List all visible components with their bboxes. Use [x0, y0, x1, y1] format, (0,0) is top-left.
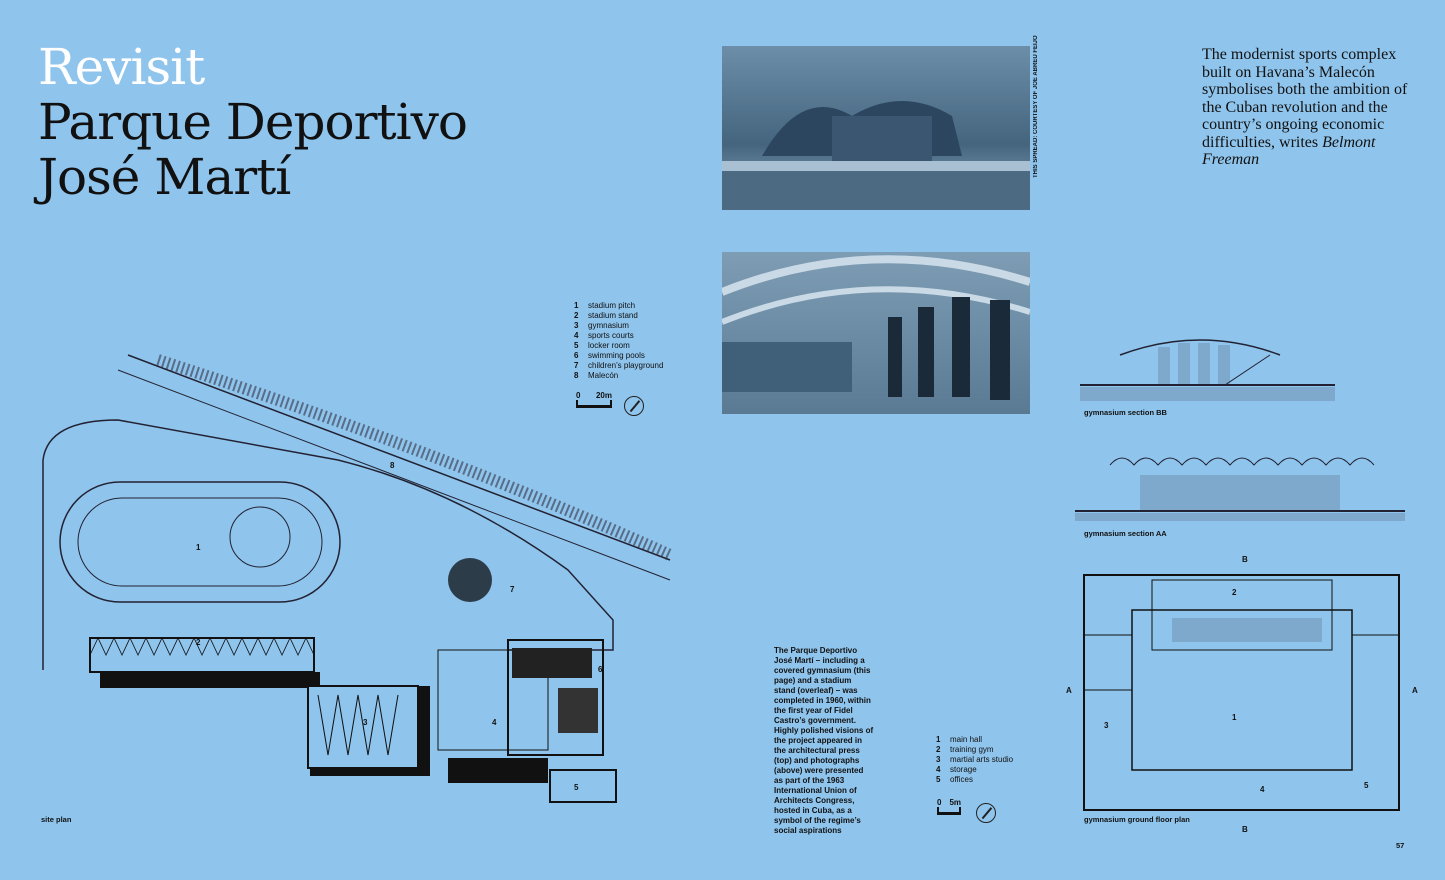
text: main hall: [950, 735, 983, 744]
text: 6: [598, 665, 603, 674]
text: 5: [1364, 781, 1369, 790]
text: A: [1066, 686, 1072, 695]
text: 1: [574, 301, 579, 310]
text: locker room: [588, 341, 630, 350]
interior-photo: [722, 252, 1030, 414]
text: 5: [574, 341, 579, 350]
floor-plan-drawing: 1 2 3 4 5 A A B B: [1066, 555, 1418, 834]
text: stadium stand: [588, 311, 638, 320]
text: B: [1242, 825, 1248, 834]
text: training gym: [950, 745, 994, 754]
text: martial arts studio: [950, 755, 1014, 764]
text: 5m: [949, 798, 961, 807]
title-kicker: Revisit: [38, 38, 205, 96]
text: 6: [574, 351, 579, 360]
text: 2: [936, 745, 941, 754]
gym-scale-bar: 0 5m: [937, 798, 961, 815]
text: 0: [576, 391, 581, 400]
north-arrow-icon: [624, 396, 644, 416]
gymnasium-interior: [722, 255, 1030, 400]
site-plan-legend: 1 stadium pitch 2 stadium stand 3 gymnasium…: [574, 301, 663, 381]
text: storage: [950, 765, 977, 774]
text: 3: [936, 755, 941, 764]
photo-credit: THIS SPREAD: COURTESY OF JOE ABREU FEIJO: [1033, 35, 1039, 178]
text: 3: [363, 718, 368, 727]
text: 4: [574, 331, 579, 340]
text: 1: [196, 543, 201, 552]
text: offices: [950, 775, 973, 784]
section-bb-label: gymnasium section BB: [1084, 408, 1167, 417]
section-aa-label: gymnasium section AA: [1084, 529, 1167, 538]
text: B: [1242, 555, 1248, 564]
text: 8: [574, 371, 579, 380]
intro-standfirst: The modernist sports complex built on Ha…: [1202, 46, 1422, 169]
text: 2: [196, 638, 201, 647]
text: 1: [936, 735, 941, 744]
text: 5: [936, 775, 941, 784]
text: 3: [574, 321, 579, 330]
title-line-1: Parque Deportivo: [38, 93, 468, 151]
text: stadium pitch: [588, 301, 636, 310]
text: children’s playground: [588, 361, 664, 370]
title-line-2: José Martí: [38, 148, 291, 206]
text: 8: [390, 461, 395, 470]
site-plan-label: site plan: [41, 815, 72, 824]
gym-plan-legend: 1 main hall 2 training gym 3 martial arts s…: [936, 735, 1013, 785]
page-number: 57: [1396, 841, 1405, 850]
text: 4: [1260, 785, 1265, 794]
article-title: Revisit Parque Deportivo José Martí: [38, 38, 468, 206]
intro-text: The modernist sports complex built on Ha…: [1202, 46, 1408, 151]
text: sports courts: [588, 331, 634, 340]
text: 3: [1104, 721, 1109, 730]
text: 2: [1232, 588, 1237, 597]
site-scale-bar: 0 20m: [576, 391, 612, 408]
text: 5: [574, 783, 579, 792]
text: 20m: [595, 391, 612, 400]
section-bb-drawing: [1080, 339, 1335, 401]
text: 7: [574, 361, 579, 370]
text: 4: [492, 718, 497, 727]
section-aa-drawing: [1075, 457, 1405, 521]
text: Malecón: [588, 371, 619, 380]
north-arrow-icon: [976, 803, 996, 823]
text: swimming pools: [588, 351, 645, 360]
text: 7: [510, 585, 515, 594]
site-plan-drawing: 1 2 3 4 5 6 7 8: [42, 354, 673, 803]
text: 2: [574, 311, 579, 320]
gymnasium-rendering: [722, 101, 1030, 210]
intro-author: Belmont Freeman: [1202, 133, 1376, 169]
text: 4: [936, 765, 941, 774]
rendering-photo: [722, 46, 1030, 210]
text: gymnasium: [588, 321, 629, 330]
text: 0: [937, 798, 942, 807]
text: 1: [1232, 713, 1237, 722]
floor-plan-label: gymnasium ground floor plan: [1084, 815, 1190, 824]
text: A: [1412, 686, 1418, 695]
photo-caption: The Parque Deportivo José Martí – includ…: [774, 646, 874, 835]
